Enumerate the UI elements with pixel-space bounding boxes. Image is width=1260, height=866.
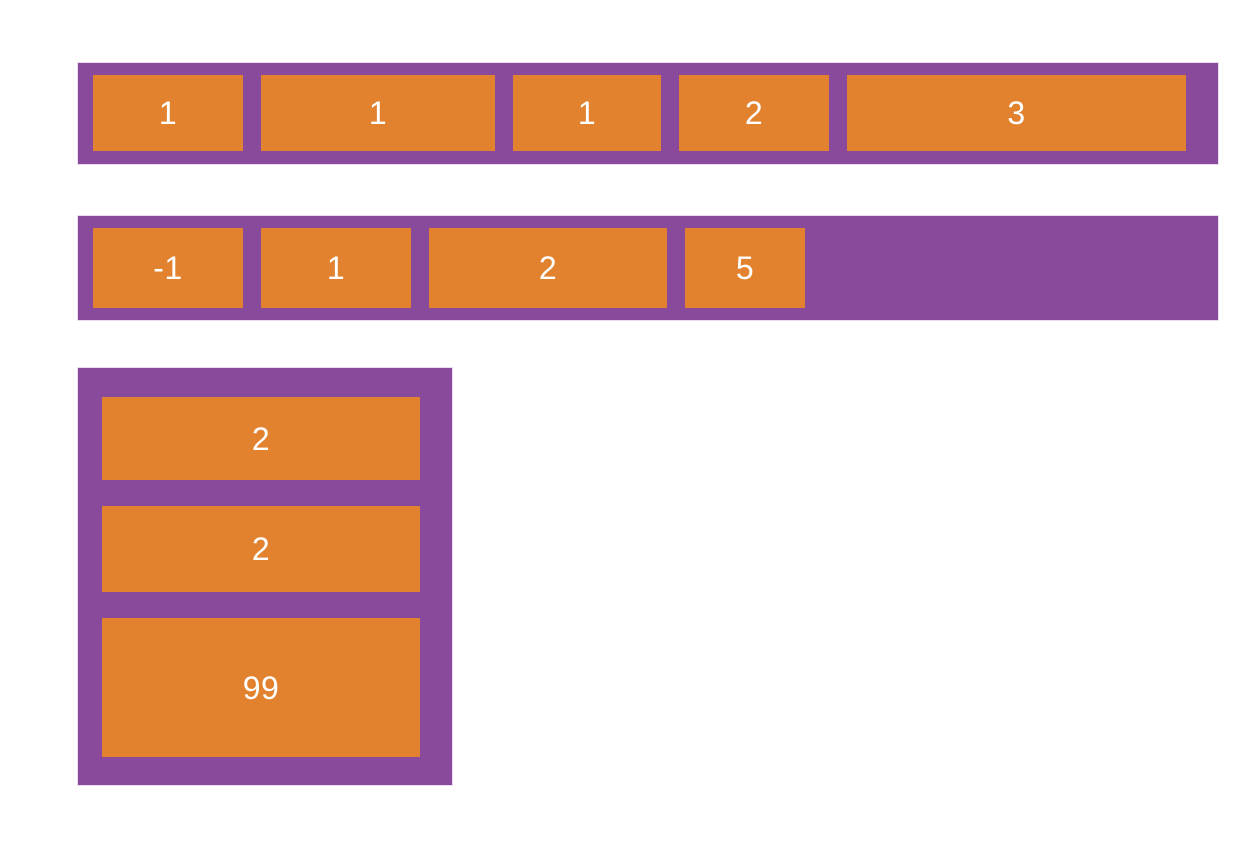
flex-container-column: 2 2 99 [78, 368, 452, 785]
flex-item: 1 [513, 75, 661, 151]
flex-container-row-2: -1 1 2 5 [78, 216, 1218, 320]
flex-item: 2 [102, 506, 420, 592]
flex-item-label: -1 [153, 250, 183, 286]
flex-item: 1 [93, 75, 243, 151]
flex-item-label: 3 [1007, 95, 1026, 131]
flex-item-label: 99 [242, 669, 280, 706]
flex-item-label: 2 [251, 420, 271, 457]
flex-item: 1 [261, 75, 495, 151]
flex-item-label: 2 [744, 95, 764, 131]
flex-item-label: 1 [158, 95, 178, 131]
flex-container-row-1: 1 1 1 2 3 [78, 63, 1218, 164]
flex-item-label: 2 [538, 250, 558, 286]
flex-item: 2 [102, 397, 420, 480]
flex-item-label: 5 [735, 250, 755, 286]
flex-item: 99 [102, 618, 420, 757]
flex-item: 1 [261, 228, 411, 308]
flex-item: 5 [685, 228, 805, 308]
flex-item: 2 [429, 228, 667, 308]
flex-item-label: 1 [326, 250, 346, 286]
flex-item-label: 1 [368, 95, 388, 131]
flex-item-label: 1 [577, 95, 597, 131]
flex-item: -1 [93, 228, 243, 308]
flex-item-label: 2 [251, 531, 271, 567]
flex-item: 3 [847, 75, 1186, 151]
flex-item: 2 [679, 75, 829, 151]
